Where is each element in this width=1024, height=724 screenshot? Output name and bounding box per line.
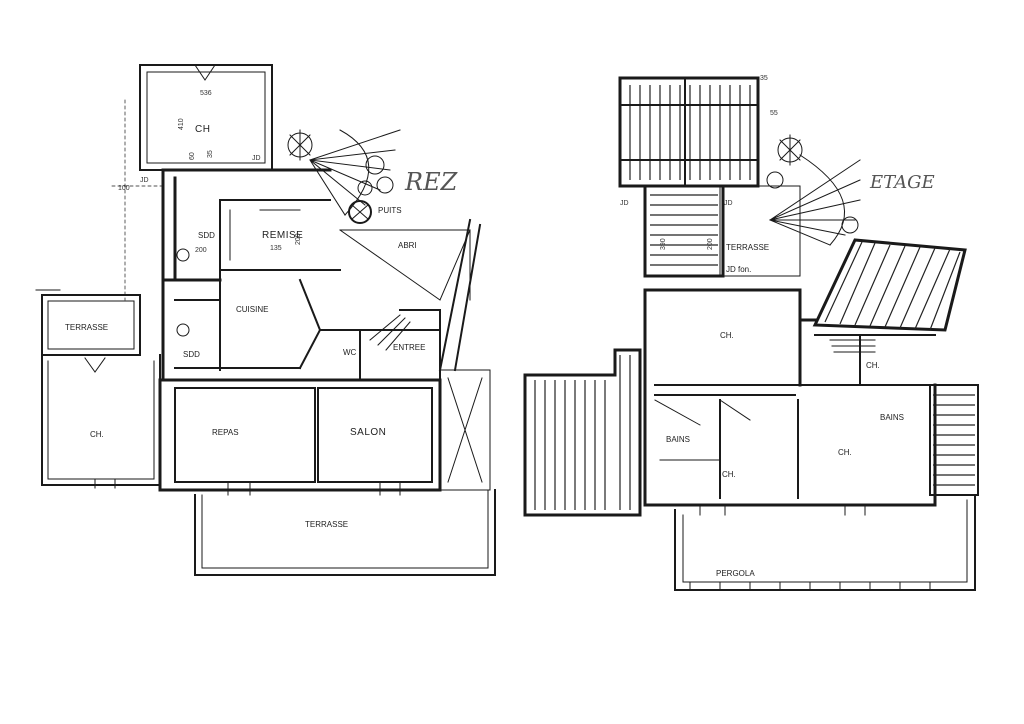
- upper-floor-title: ETAGE: [869, 172, 935, 193]
- label-pergola: PERGOLA: [716, 569, 755, 578]
- dim-536: 536: [200, 90, 212, 97]
- dim-410: 410: [178, 118, 185, 130]
- upper-pergola: [674, 494, 976, 591]
- upper-floor-plan: 35 55 JD JD 390 200 TERRASSE JD fon. ETA…: [523, 75, 979, 591]
- dim-200-sdd: 200: [195, 247, 207, 254]
- room-label-ch-upper-left: CH.: [720, 331, 734, 340]
- upper-right-balcony: [929, 384, 979, 496]
- ground-service-walls: [161, 168, 341, 382]
- ground-garden-plants: [287, 129, 394, 196]
- room-label-cuisine: CUISINE: [236, 305, 268, 314]
- room-label-repas: REPAS: [212, 428, 239, 437]
- ground-abri-walls: [339, 218, 482, 372]
- dim-jd-upper-left: JD: [620, 200, 629, 207]
- room-label-ch-bottom-right: CH.: [838, 448, 852, 457]
- dim-55-upper: 55: [770, 110, 778, 117]
- room-label-sdd-lower: SDD: [183, 350, 200, 359]
- dim-jd-left: JD: [140, 177, 149, 184]
- ground-cuisine-walls: [162, 269, 322, 381]
- dim-35: 35: [207, 150, 214, 158]
- ground-left-wing-walls: [35, 289, 161, 489]
- upper-top-roof: [618, 76, 760, 188]
- room-label-abri: ABRI: [398, 241, 417, 250]
- room-label-wc: WC: [343, 348, 357, 357]
- dim-200-remise: 200: [295, 233, 302, 245]
- ground-floor-title: REZ: [404, 168, 459, 196]
- ground-entree-walls: [319, 309, 441, 381]
- upper-room-walls: [643, 288, 937, 516]
- dim-135: 135: [270, 245, 282, 252]
- room-label-ch-left: CH.: [90, 430, 104, 439]
- dim-jd-top: JD: [252, 155, 261, 162]
- room-label-sdd-upper: SDD: [198, 231, 215, 240]
- room-label-bains-left: BAINS: [666, 435, 690, 444]
- upper-spiral-stair: [766, 134, 861, 246]
- label-jd-fon: JD fon.: [726, 265, 751, 274]
- room-label-ch-upper-right: CH.: [866, 361, 880, 370]
- ground-bottom-terrasse-walls: [194, 489, 496, 576]
- upper-sloped-roof: [812, 238, 967, 332]
- room-label-ch-top: CH: [195, 124, 210, 135]
- ground-floor-plan: 536 410 CH 60 35 JD 100 JD SDD 200 REMIS…: [35, 64, 496, 576]
- room-label-entree: ENTREE: [393, 343, 425, 352]
- ground-main-living-walls: [158, 369, 491, 496]
- dim-35-upper: 35: [760, 75, 768, 82]
- room-label-puits: PUITS: [378, 206, 402, 215]
- upper-terrasse: [643, 184, 801, 278]
- dim-60: 60: [189, 152, 196, 160]
- dim-200-upper: 200: [707, 238, 714, 250]
- room-label-terrasse-bottom: TERRASSE: [305, 520, 348, 529]
- room-label-terrasse-upper: TERRASSE: [726, 243, 769, 252]
- dim-100: 100: [118, 185, 130, 192]
- puits-well-icon: [348, 200, 372, 224]
- room-label-bains-right: BAINS: [880, 413, 904, 422]
- room-label-terrasse-left: TERRASSE: [65, 323, 108, 332]
- dim-390: 390: [660, 238, 667, 250]
- dim-jd-upper-right: JD: [724, 200, 733, 207]
- upper-left-balcony: [523, 348, 642, 517]
- room-label-remise: REMISE: [262, 230, 303, 241]
- room-label-salon: SALON: [350, 427, 386, 438]
- room-label-ch-bottom-mid: CH.: [722, 470, 736, 479]
